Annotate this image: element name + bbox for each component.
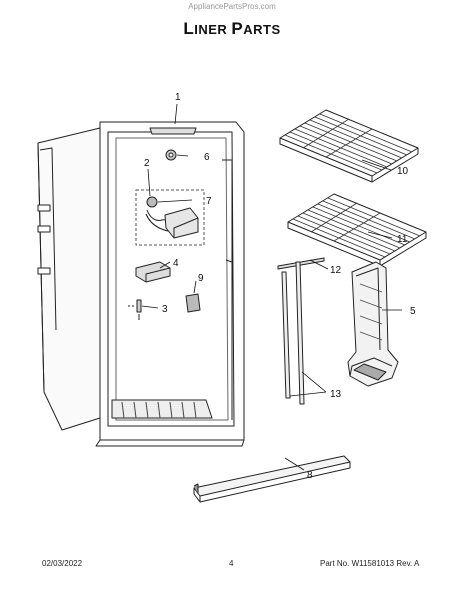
callout-13: 13 <box>330 389 342 400</box>
callout-5: 5 <box>410 306 416 317</box>
part-13-trim <box>281 261 305 405</box>
callout-7: 7 <box>206 196 212 207</box>
part-5-air-duct <box>347 261 399 387</box>
part-3-clip <box>128 299 142 320</box>
part-11-shelf <box>287 193 427 267</box>
callout-11: 11 <box>397 234 408 245</box>
part-10-shelf <box>279 109 419 183</box>
part-7-harness-assembly <box>145 196 199 239</box>
callout-12: 12 <box>330 265 342 276</box>
part-12-trim <box>277 257 325 270</box>
callout-6: 6 <box>204 152 210 163</box>
liner-body <box>37 121 245 447</box>
page-title: LINER PARTS <box>183 19 281 38</box>
callout-10: 10 <box>397 166 409 177</box>
part-9-label <box>185 293 201 313</box>
leader-lines <box>141 103 402 471</box>
callout-8: 8 <box>307 470 313 481</box>
footer-part-number: Part No. W11581013 Rev. A <box>320 559 420 568</box>
callout-numbers: 1 2 3 4 5 6 7 8 9 10 11 12 13 <box>144 92 416 481</box>
callout-2: 2 <box>144 158 150 169</box>
watermark: AppliancePartsPros.com <box>188 2 276 11</box>
callout-9: 9 <box>198 273 204 284</box>
part-8-base-trim <box>193 455 351 503</box>
callout-1: 1 <box>175 92 181 103</box>
part-6-grommet <box>165 149 177 161</box>
callout-3: 3 <box>162 304 168 315</box>
callout-4: 4 <box>173 258 179 269</box>
footer-page-number: 4 <box>229 559 234 568</box>
footer-date: 02/03/2022 <box>42 559 83 568</box>
